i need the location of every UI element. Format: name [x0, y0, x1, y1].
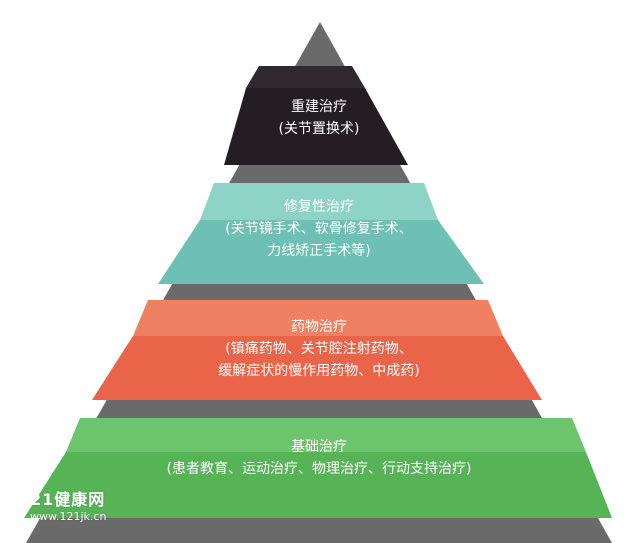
level-band-4-top: [66, 418, 586, 452]
level-band-4-face: [24, 452, 612, 518]
level-band-4: [24, 418, 612, 518]
level-band-1-top: [246, 66, 365, 88]
level-band-1-face: [224, 88, 408, 165]
level-band-1: [224, 66, 408, 165]
level-4-detail-1: (患者教育、运动治疗、物理治疗、行动支持治疗): [166, 461, 472, 477]
level-3-title: 药物治疗: [291, 319, 347, 335]
level-band-2: [158, 183, 484, 284]
watermark-title: 21健康网: [30, 490, 106, 509]
level-3-text: 药物治疗 (镇痛药物、关节腔注射药物、 缓解症状的慢作用药物、中成药): [0, 316, 638, 382]
level-4-text: 基础治疗 (患者教育、运动治疗、物理治疗、行动支持治疗): [0, 436, 638, 480]
site-watermark: 21健康网 www.121jk.cn: [30, 490, 106, 524]
level-band-2-face: [158, 220, 484, 284]
level-band-3: [92, 300, 542, 400]
level-1-text: 重建治疗 (关节置换术): [0, 96, 638, 140]
level-4-title: 基础治疗: [291, 439, 347, 455]
level-3-detail-1: (镇痛药物、关节腔注射药物、: [225, 341, 413, 357]
level-band-3-face: [92, 336, 542, 400]
level-3-detail-2: 缓解症状的慢作用药物、中成药): [218, 363, 420, 379]
level-2-text: 修复性治疗 (关节镜手术、软骨修复手术、 力线矫正手术等): [0, 196, 638, 262]
level-2-detail-1: (关节镜手术、软骨修复手术、: [225, 221, 413, 237]
level-1-title: 重建治疗: [291, 99, 347, 115]
watermark-url: www.121jk.cn: [30, 510, 107, 523]
level-band-3-top: [133, 300, 503, 336]
level-2-title: 修复性治疗: [284, 199, 354, 215]
level-2-detail-2: 力线矫正手术等): [267, 243, 371, 259]
level-1-detail-1: (关节置换术): [278, 121, 360, 137]
level-band-2-top: [200, 183, 438, 220]
